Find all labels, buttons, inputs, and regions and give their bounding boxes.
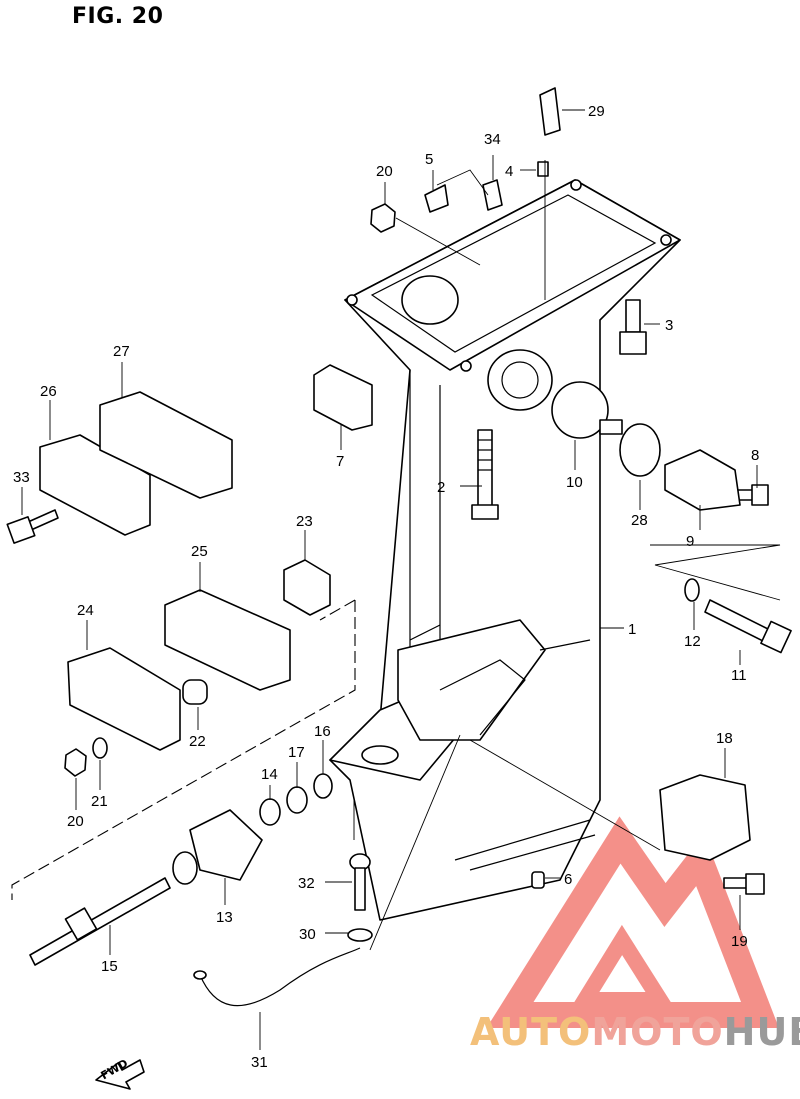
callout-20-top: 20	[376, 163, 393, 180]
callout-10: 10	[566, 474, 583, 491]
callout-28: 28	[631, 512, 648, 529]
fwd-arrow-icon	[95, 1059, 145, 1090]
o-ring-28	[619, 423, 661, 477]
callout-29: 29	[588, 103, 605, 120]
mount-10	[551, 381, 623, 439]
washer-30	[347, 928, 373, 942]
seal-29	[539, 87, 561, 136]
mount-bracket-27	[99, 391, 233, 499]
bolt-11	[704, 599, 792, 654]
callout-33: 33	[13, 469, 30, 486]
cover-9	[664, 449, 741, 511]
callout-18: 18	[716, 730, 733, 747]
callout-13: 13	[216, 909, 233, 926]
leader-lines	[21, 109, 781, 1050]
washer-17	[286, 786, 308, 814]
rubber-23	[283, 559, 331, 616]
callout-26: 26	[40, 383, 57, 400]
callout-17: 17	[288, 744, 305, 761]
callout-16: 16	[314, 723, 331, 740]
callout-34: 34	[484, 131, 501, 148]
rubber-cushion-7	[313, 364, 373, 431]
watermark-part-hub: HUB	[723, 1010, 800, 1054]
callout-6: 6	[564, 871, 572, 888]
callout-24: 24	[77, 602, 94, 619]
callout-19: 19	[731, 933, 748, 950]
callout-30: 30	[299, 926, 316, 943]
callout-32: 32	[298, 875, 315, 892]
washer-14	[259, 798, 281, 826]
watermark-logo-icon	[486, 816, 779, 1028]
drive-shaft-housing	[329, 179, 681, 921]
callout-7: 7	[336, 453, 344, 470]
callout-23: 23	[296, 513, 313, 530]
bolt-8	[734, 484, 769, 506]
callout-15: 15	[101, 958, 118, 975]
callout-12: 12	[684, 633, 701, 650]
drive-shaft	[471, 429, 499, 520]
bracket-dash-left	[11, 600, 356, 900]
watermark-part-auto: AUTO	[470, 1010, 592, 1054]
cover-18	[659, 774, 751, 861]
mount-bracket-25	[164, 589, 291, 691]
figure-title: FIG. 20	[72, 4, 164, 29]
nut-20-top	[370, 203, 396, 233]
grommet-5	[424, 184, 449, 213]
callout-1: 1	[628, 621, 636, 638]
callout-2: 2	[437, 479, 445, 496]
sleeve-22	[182, 679, 208, 705]
watermark-text: AUTOMOTOHUB	[470, 1010, 800, 1054]
nut-16	[313, 773, 333, 799]
callout-22: 22	[189, 733, 206, 750]
bolt-19	[723, 873, 765, 895]
mount-13	[172, 809, 263, 885]
callout-3: 3	[665, 317, 673, 334]
wire-terminal	[193, 970, 207, 980]
callout-20-bottom: 20	[67, 813, 84, 830]
callout-14: 14	[261, 766, 278, 783]
callout-5: 5	[425, 151, 433, 168]
callout-4: 4	[505, 163, 513, 180]
washer-21	[92, 737, 108, 759]
watermark-part-moto: MOTO	[591, 1010, 724, 1054]
nut-20-bottom	[64, 748, 87, 777]
callout-25: 25	[191, 543, 208, 560]
dowel-pin-6	[531, 871, 545, 889]
callout-labels: 1 2 3 4 5 6 7 8 9 10 11 12 13 14 15 16 1…	[13, 103, 759, 1071]
bolt-3	[619, 299, 647, 355]
washer-12	[684, 578, 700, 602]
cap-34	[482, 179, 503, 211]
bracket-dash-top	[319, 599, 356, 621]
callout-27: 27	[113, 343, 130, 360]
bolt-33	[6, 509, 59, 544]
callout-31: 31	[251, 1054, 268, 1071]
ground-wire-31	[199, 947, 361, 1007]
callout-8: 8	[751, 447, 759, 464]
callout-21: 21	[91, 793, 108, 810]
callout-11: 11	[731, 667, 747, 684]
callout-9: 9	[686, 533, 694, 550]
mount-bracket-24	[67, 647, 181, 751]
plug-4	[537, 161, 549, 177]
screw-32	[349, 853, 371, 911]
bolt-15	[29, 877, 171, 966]
